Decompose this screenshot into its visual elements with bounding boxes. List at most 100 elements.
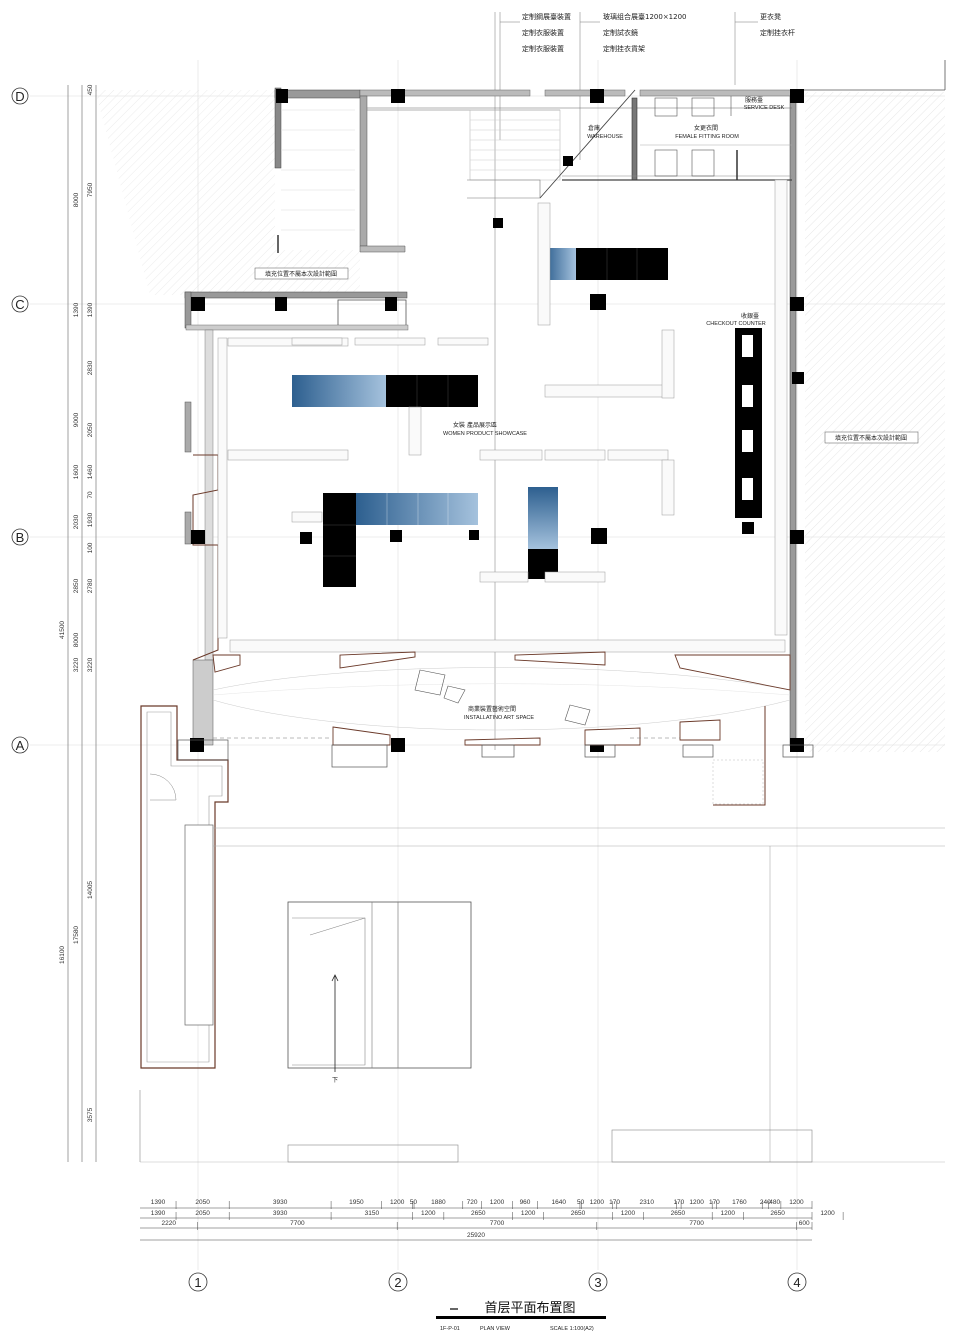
lower-corridor <box>139 827 945 1163</box>
note-hanging-rack: 定制挂衣貨架 <box>603 44 645 53</box>
dim-left-mid-4: 2030 <box>73 514 80 529</box>
dim-left-inner-4: 2050 <box>87 422 94 437</box>
upper-left-stair <box>277 109 355 253</box>
left-dimension-texts: 41500 16100 3575 8000 1390 9000 1600 203… <box>59 84 94 1122</box>
dim-left-inner-9: 2780 <box>87 578 94 593</box>
dim-left-mid-3: 1600 <box>73 464 80 479</box>
dim-row1-3: 1950 <box>349 1199 364 1206</box>
dim-left-inner-2: 1390 <box>87 302 94 317</box>
warehouse-label-en: WAREHOUSE <box>587 134 623 140</box>
grid-label-c: C <box>15 297 24 312</box>
dim-row1-15: 170 <box>673 1199 684 1206</box>
drawing-scale: SCALE 1:100(A2) <box>550 1326 594 1332</box>
dim-row1-12: 1200 <box>590 1199 605 1206</box>
dim-row2-5: 2650 <box>471 1210 486 1217</box>
dim-row1-4: 1200 <box>390 1199 405 1206</box>
drawing-title: 首层平面布置图 <box>484 1301 575 1316</box>
fill-note-left: 填充位置不屬本次設計範圍 <box>265 270 337 278</box>
hatched-areas <box>95 90 945 752</box>
dim-left-outer-2: 3575 <box>87 1107 94 1122</box>
dim-row2-7: 2650 <box>571 1210 586 1217</box>
dim-row1-2: 3930 <box>273 1199 288 1206</box>
dim-row2-11: 2650 <box>770 1210 785 1217</box>
dim-left-inner-3: 2830 <box>87 360 94 375</box>
dim-row2-2: 3930 <box>273 1210 288 1217</box>
dim-left-mid-2: 9000 <box>73 412 80 427</box>
clothing-racks <box>217 179 788 653</box>
dim-left-inner-10: 3220 <box>87 657 94 672</box>
dim-row3-0: 2220 <box>162 1220 177 1227</box>
note-changing-bench: 更衣凳 <box>760 12 781 21</box>
dim-row1-21: 1200 <box>789 1199 804 1206</box>
dim-left-mid-8: 17580 <box>73 926 80 944</box>
dim-row2-6: 1200 <box>521 1210 536 1217</box>
art-space-label-en: INSTALLATINO ART SPACE <box>464 715 534 721</box>
dim-row1-14: 2310 <box>639 1199 654 1206</box>
dim-row3-3: 7700 <box>689 1220 704 1227</box>
dim-left-inner-6: 70 <box>87 491 94 499</box>
dim-row1-20: 480 <box>769 1199 780 1206</box>
structural-columns <box>190 89 804 752</box>
dim-left-inner-5: 1460 <box>87 464 94 479</box>
dim-row1-18: 1760 <box>732 1199 747 1206</box>
showcase-label-en: WOMEN PRODUCT SHOWCASE <box>443 431 527 437</box>
dim-left-inner-1: 7950 <box>87 182 94 197</box>
art-space-label: 商業裝置藝術空間 <box>468 705 516 713</box>
drawing-code: 1F-P-01 <box>440 1326 460 1332</box>
dim-row1-11: 50 <box>577 1199 585 1206</box>
dim-left-mid-1: 1390 <box>73 302 80 317</box>
dim-row1-19: 240 <box>760 1199 771 1206</box>
grid-label-d: D <box>15 89 24 104</box>
stair-down-label: 下 <box>332 1077 338 1084</box>
drawing-view: PLAN VIEW <box>480 1326 511 1332</box>
warehouse-label: 倉庫 <box>588 124 600 132</box>
note-clothes-fixture-1: 定制衣服裝置 <box>522 28 564 37</box>
room-labels: 倉庫 WAREHOUSE 女更衣間 FEMALE FITTING ROOM 服務… <box>254 96 919 1084</box>
fitting-room-label-en: FEMALE FITTING ROOM <box>675 134 739 140</box>
dim-left-inner-11: 14005 <box>87 881 94 899</box>
fitting-room-label: 女更衣間 <box>694 124 718 132</box>
dim-row3-4: 600 <box>799 1220 810 1227</box>
grid-label-a: A <box>16 738 25 753</box>
grid-label-2: 2 <box>394 1275 401 1290</box>
checkout-counter <box>735 328 762 518</box>
checkout-label: 收銀臺 <box>741 312 759 320</box>
checkout-label-en: CHECKOUT COUNTER <box>706 321 766 327</box>
back-rooms <box>367 89 792 199</box>
grid-label-4: 4 <box>793 1275 800 1290</box>
bottom-dimensions <box>140 1207 812 1241</box>
grid-label-b: B <box>16 530 25 545</box>
dim-row2-9: 2650 <box>671 1210 686 1217</box>
note-glass-display: 玻璃组合展臺1200×1200 <box>603 12 687 21</box>
dim-row3-1: 7700 <box>290 1220 305 1227</box>
header-notes: 定制鋼展臺裝置 定制衣服裝置 定制衣服裝置 玻璃组合展臺1200×1200 定制… <box>494 12 795 750</box>
dim-row1-17: 170 <box>709 1199 720 1206</box>
dim-row2-10: 1200 <box>721 1210 736 1217</box>
dim-row2-0: 1390 <box>151 1210 166 1217</box>
title-block: 首层平面布置图 1F-P-01 PLAN VIEW SCALE 1:100(A2… <box>436 1301 606 1332</box>
dim-total: 25920 <box>467 1232 485 1239</box>
note-steel-display: 定制鋼展臺裝置 <box>522 12 571 21</box>
showcase-label: 女裝 產品展示區 <box>453 421 497 429</box>
dim-row1-5: 50 <box>410 1199 418 1206</box>
dim-row1-8: 1200 <box>490 1199 505 1206</box>
service-desk-label-en: SERVICE DESK <box>744 105 785 111</box>
note-fitting-mirror: 定制試衣鏡 <box>603 28 638 37</box>
walls <box>140 60 946 1069</box>
dim-row2-4: 1200 <box>421 1210 436 1217</box>
display-tables <box>292 248 754 587</box>
dim-row2-1: 2050 <box>195 1210 210 1217</box>
dim-left-outer-0: 41500 <box>59 621 66 639</box>
grid-axis-labels: D C B A 1 2 3 4 <box>11 87 807 1292</box>
dim-row1-7: 720 <box>467 1199 478 1206</box>
dim-left-inner-7: 1930 <box>87 512 94 527</box>
dim-row2-3: 3150 <box>365 1210 380 1217</box>
dim-row1-0: 1390 <box>151 1199 166 1206</box>
dim-row1-16: 1200 <box>689 1199 704 1206</box>
dim-row1-1: 2050 <box>195 1199 210 1206</box>
dim-left-outer-1: 16100 <box>59 946 66 964</box>
note-clothes-fixture-2: 定制衣服裝置 <box>522 44 564 53</box>
dim-row1-13: 170 <box>609 1199 620 1206</box>
dim-left-mid-6: 8000 <box>73 632 80 647</box>
